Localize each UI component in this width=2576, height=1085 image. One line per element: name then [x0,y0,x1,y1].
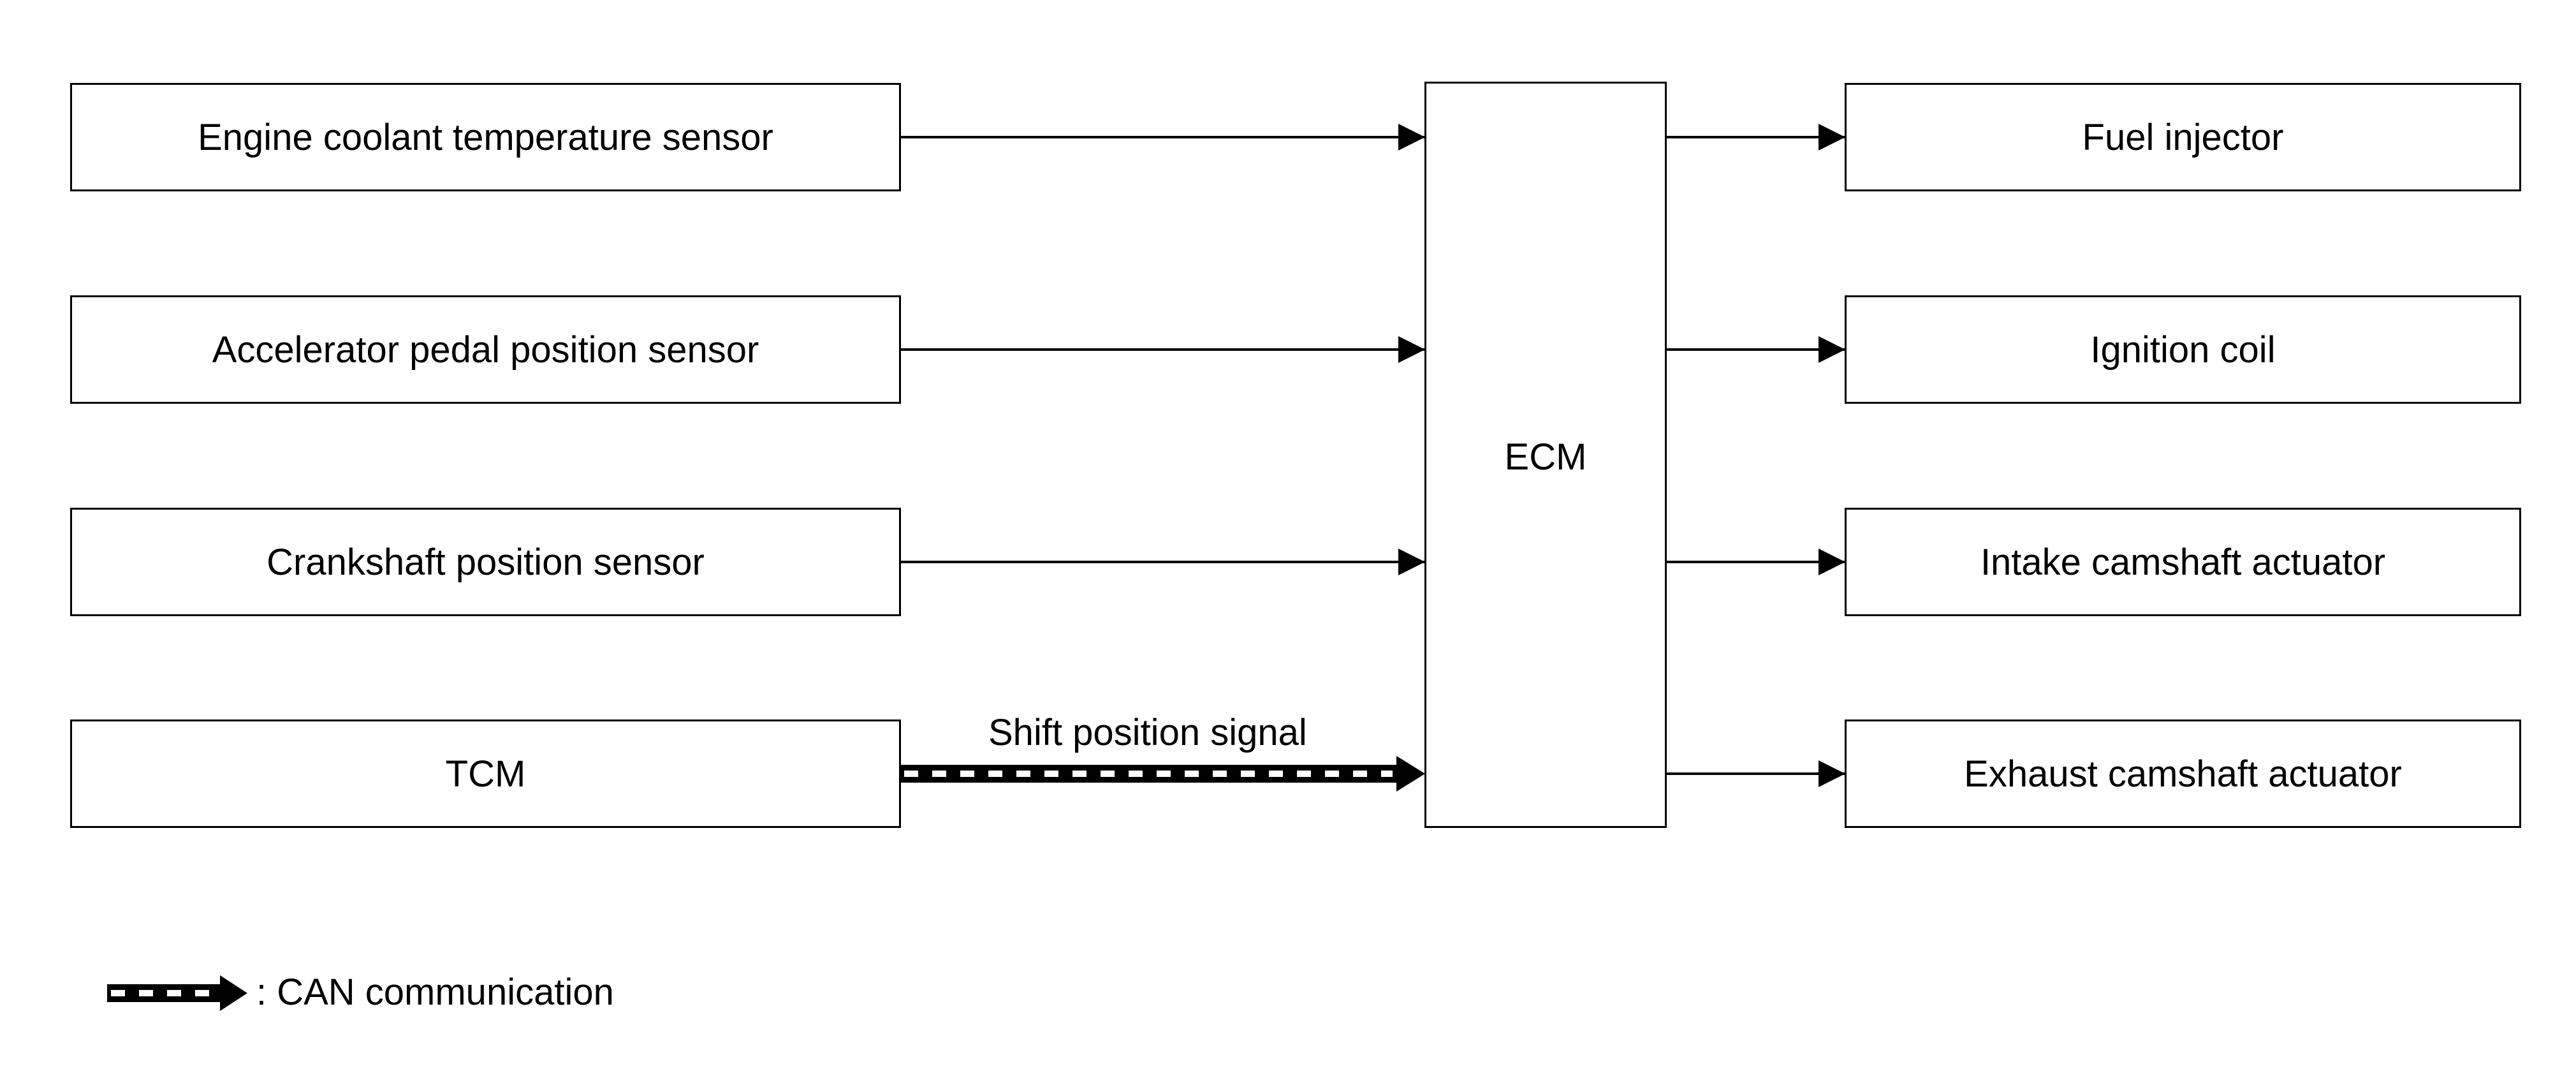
input-box-engine-coolant-temperature-sensor: Engine coolant temperature sensor [70,83,901,191]
output-box-intake-camshaft-actuator: Intake camshaft actuator [1845,508,2521,616]
arrow-tcm-to-ecm-can [900,756,1425,792]
input-box-crankshaft-position-sensor: Crankshaft position sensor [70,508,901,616]
ecm-box: ECM [1424,82,1667,828]
output-label: Intake camshaft actuator [1980,541,2386,583]
legend-can-arrow-icon [107,975,247,1011]
output-label: Exhaust camshaft actuator [1964,753,2402,795]
input-box-accelerator-pedal-position-sensor: Accelerator pedal position sensor [70,295,901,404]
ecm-label: ECM [1504,436,1587,478]
shift-position-signal-label: Shift position signal [988,712,1307,753]
output-label: Ignition coil [2090,328,2276,371]
output-box-ignition-coil: Ignition coil [1845,295,2521,404]
output-label: Fuel injector [2082,116,2284,158]
input-label: Accelerator pedal position sensor [212,328,759,371]
input-label: Crankshaft position sensor [267,541,705,583]
output-box-exhaust-camshaft-actuator: Exhaust camshaft actuator [1845,720,2521,828]
legend-can-communication-label: : CAN communication [256,971,614,1013]
input-label: TCM [445,753,526,795]
input-label: Engine coolant temperature sensor [198,116,773,158]
output-box-fuel-injector: Fuel injector [1845,83,2521,191]
input-box-tcm: TCM [70,720,901,828]
